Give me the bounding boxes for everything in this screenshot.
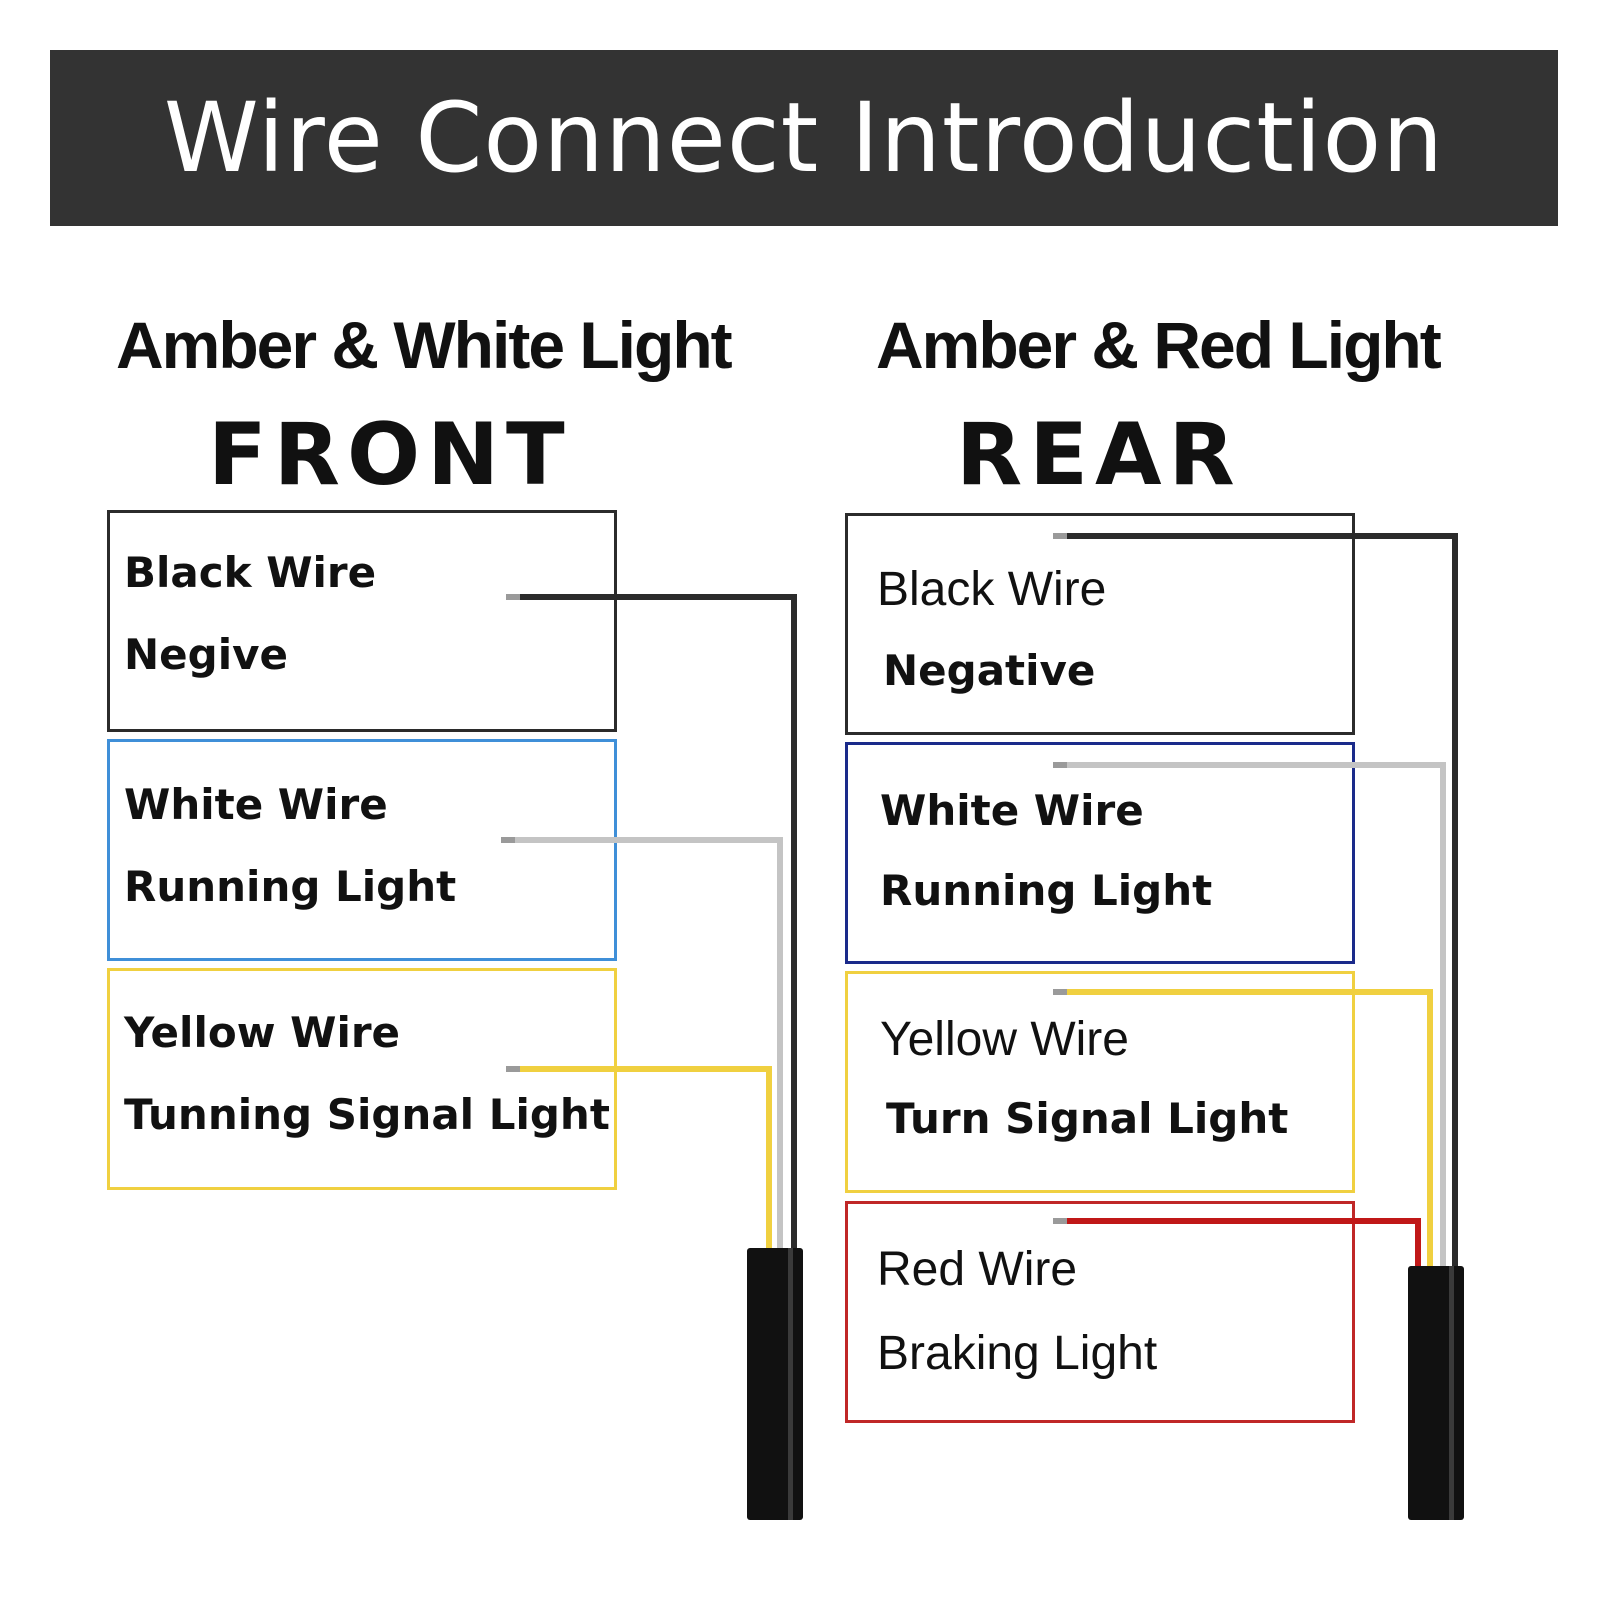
rear-white-wire-function: Running Light xyxy=(880,866,1213,915)
rear-black-wire-box xyxy=(845,513,1355,735)
front-white-wire xyxy=(508,837,783,1250)
front-yellow-wire-box xyxy=(107,968,617,1190)
front-yellow-wire-label: Yellow Wire xyxy=(124,1008,401,1057)
rear-red-wire-function: Braking Light xyxy=(877,1327,1158,1380)
front-black-wire-function: Negive xyxy=(124,630,288,679)
rear-red-wire-label: Red Wire xyxy=(877,1243,1078,1296)
rear-yellow-wire xyxy=(1055,989,1433,1268)
page-title: Wire Connect Introduction xyxy=(163,82,1445,194)
front-black-wire-label: Black Wire xyxy=(124,548,377,597)
front-tip-white xyxy=(501,837,515,843)
front-cable-highlight xyxy=(788,1248,793,1520)
rear-yellow-wire-box xyxy=(845,971,1355,1193)
rear-black-wire-label: Black Wire xyxy=(877,563,1107,616)
rear-white-wire xyxy=(1055,762,1446,1268)
rear-yellow-wire-label: Yellow Wire xyxy=(880,1013,1129,1066)
rear-tip-black xyxy=(1053,533,1067,539)
front-label: FRONT xyxy=(208,405,572,505)
rear-red-wire-box xyxy=(845,1201,1355,1423)
rear-red-wire xyxy=(1055,1218,1421,1268)
front-tip-black xyxy=(506,594,520,600)
front-white-wire-function: Running Light xyxy=(124,862,457,911)
front-white-wire-box xyxy=(107,739,617,961)
front-black-wire-box xyxy=(107,510,617,732)
rear-tip-yellow xyxy=(1053,989,1067,995)
front-yellow-wire xyxy=(508,1066,772,1250)
front-cable xyxy=(747,1248,803,1520)
rear-black-wire xyxy=(1055,533,1458,1268)
front-black-wire xyxy=(508,594,797,1250)
rear-black-wire-function: Negative xyxy=(883,646,1096,695)
rear-cable-highlight xyxy=(1449,1266,1454,1520)
rear-white-wire-label: White Wire xyxy=(880,786,1144,835)
rear-white-wire-box xyxy=(845,742,1355,964)
front-heading: Amber & White Light xyxy=(116,308,733,382)
front-tip-yellow xyxy=(506,1066,520,1072)
front-white-wire-label: White Wire xyxy=(124,780,388,829)
rear-tip-white xyxy=(1053,762,1067,768)
title-banner: Wire Connect Introduction xyxy=(50,50,1558,226)
rear-tip-red xyxy=(1053,1218,1067,1224)
rear-label: REAR xyxy=(956,405,1242,505)
rear-heading: Amber & Red Light xyxy=(876,308,1442,382)
rear-cable xyxy=(1408,1266,1464,1520)
front-yellow-wire-function: Tunning Signal Light xyxy=(124,1090,610,1139)
rear-yellow-wire-function: Turn Signal Light xyxy=(886,1094,1289,1143)
